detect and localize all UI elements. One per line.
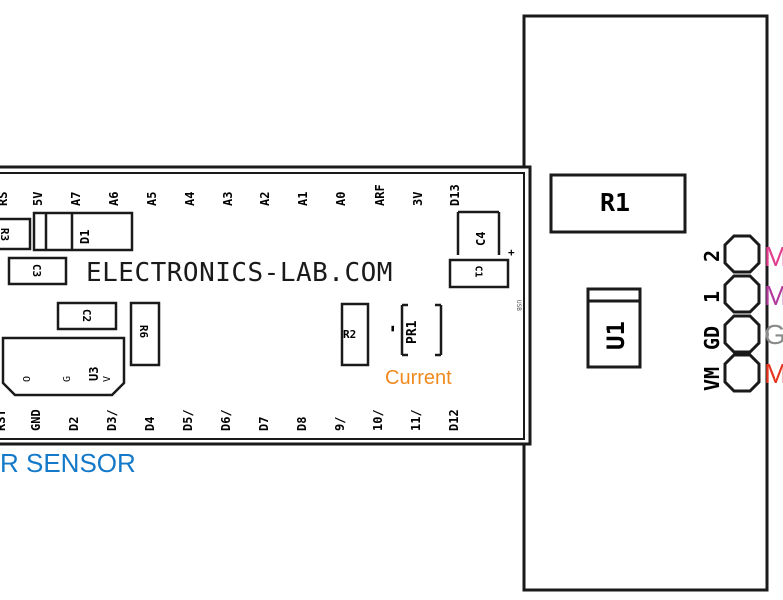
header-pin-1 <box>723 234 761 274</box>
board-inner-outline <box>0 172 525 440</box>
r6-outline <box>129 301 161 367</box>
pr1-outline <box>400 303 443 357</box>
pin-label-rst: RST <box>0 409 8 431</box>
pin-label-3v: 3V <box>411 191 425 206</box>
c4-plus: + <box>508 246 515 259</box>
pin-label-d8: D8 <box>295 416 309 431</box>
u3-pin-o: O <box>22 375 33 382</box>
u1-outline <box>586 287 642 369</box>
pin-label-gnd: GND <box>29 409 43 431</box>
header-pin-2 <box>723 274 761 314</box>
header-label-1: 1 <box>700 290 724 303</box>
pr1-label: PR1 <box>405 320 420 344</box>
pin-label-a1: A1 <box>296 191 310 206</box>
pin-label-d6: D6/ <box>219 409 233 431</box>
edge-label-m3: M <box>764 358 783 389</box>
edge-label-g: G <box>764 319 783 350</box>
pin-label-d12: D12 <box>447 409 461 431</box>
header-label-2: 2 <box>700 249 724 262</box>
c2-label: C2 <box>80 308 94 323</box>
edge-label-m1: M <box>764 241 783 272</box>
r2-outline <box>340 302 370 367</box>
r1-label: R1 <box>600 188 631 217</box>
pin-label-rs: RS <box>0 191 10 206</box>
pin-label-a6: A6 <box>107 191 121 206</box>
pin-label-a4: A4 <box>183 191 197 206</box>
pin-label-d10: 10/ <box>371 409 385 431</box>
r6-label: R6 <box>137 324 151 339</box>
c3-label: C3 <box>30 263 44 278</box>
pin-label-d13: D13 <box>448 184 462 206</box>
pin-label-a5: A5 <box>145 191 159 206</box>
pr1-minus: - <box>382 323 403 334</box>
pin-label-arf: ARF <box>373 184 387 206</box>
pin-label-d11: 11/ <box>409 409 423 431</box>
u3-outline <box>1 336 126 397</box>
u1-label: U1 <box>602 321 630 350</box>
r1-outline <box>549 173 687 234</box>
usb-label: USB <box>515 300 522 311</box>
r2-label: R2 <box>343 328 357 341</box>
c4-outline <box>456 210 501 255</box>
c1-outline <box>448 258 510 289</box>
pin-label-5v: 5V <box>31 191 45 206</box>
c4-label: C4 <box>474 231 488 246</box>
header-pin-4 <box>723 353 761 393</box>
pin-label-d2: D2 <box>67 416 81 431</box>
pin-label-d5: D5/ <box>181 409 195 431</box>
current-label: Current <box>385 367 452 389</box>
pin-label-a3: A3 <box>221 191 235 206</box>
sensor-label: R SENSOR <box>0 448 136 478</box>
edge-label-m2: M <box>764 280 783 311</box>
r3-outline <box>0 217 32 251</box>
c3-outline <box>7 256 68 286</box>
u3-pin-v: V <box>102 375 113 382</box>
u3-pin-g: G <box>62 375 73 382</box>
c2-outline <box>56 301 118 331</box>
pin-label-d9: 9/ <box>333 416 347 431</box>
c1-label: C1 <box>472 265 484 278</box>
watermark-text: ELECTRONICS-LAB.COM <box>86 258 393 288</box>
header-label-gd: GD <box>700 325 724 350</box>
pin-label-d7: D7 <box>257 416 271 431</box>
u3-label: U3 <box>87 366 101 381</box>
pin-label-a7: A7 <box>69 191 83 206</box>
r3-label: R3 <box>0 227 12 242</box>
pin-label-a2: A2 <box>258 191 272 206</box>
header-pin-3 <box>723 314 761 354</box>
pin-label-d3: D3/ <box>105 409 119 431</box>
pin-label-a0: A0 <box>334 191 348 206</box>
header-label-vm: VM <box>700 366 724 391</box>
d1-outline <box>32 211 134 252</box>
pin-label-d4: D4 <box>143 416 157 431</box>
d1-label: D1 <box>78 229 92 244</box>
header-pins <box>723 234 761 393</box>
